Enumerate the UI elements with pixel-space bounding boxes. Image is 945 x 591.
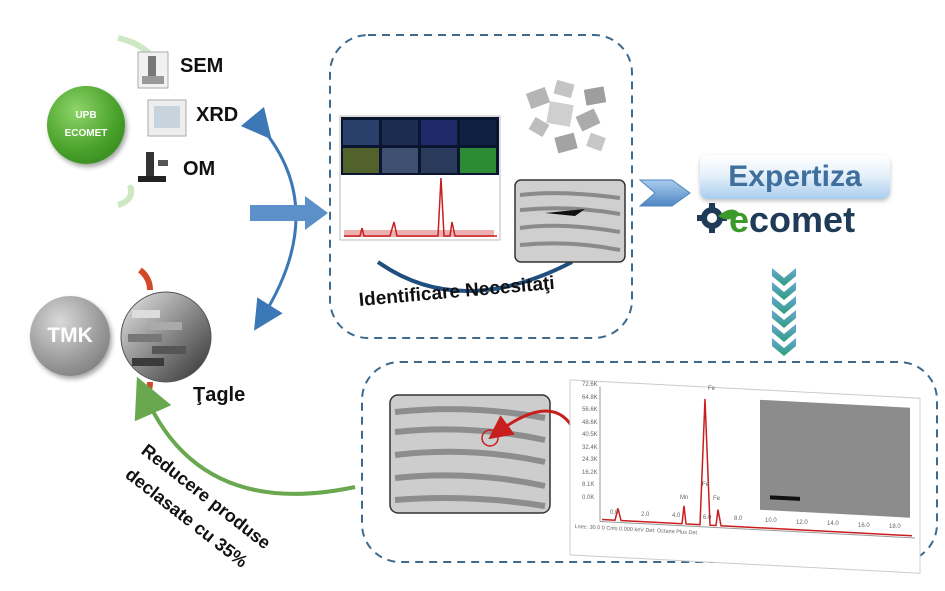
spectrum-peak-label: Fe <box>713 496 721 502</box>
xrd-label: XRD <box>196 104 239 126</box>
spectrum-y-tick: 64.8K <box>582 394 598 401</box>
bottom-panel-border <box>361 361 938 563</box>
gear-icon <box>697 203 740 233</box>
spectrum-x-tick: 2.0 <box>641 511 650 518</box>
spectrum-y-tick: 24.3K <box>582 457 598 463</box>
spectrum-y-tick: 48.6K <box>582 419 598 426</box>
eds-mapping-card <box>339 115 501 241</box>
down-chevrons <box>772 268 796 356</box>
micrograph-top <box>514 179 626 263</box>
tagle-label: Ţagle <box>193 384 246 406</box>
spectrum-x-tick: 0.0 <box>610 510 619 516</box>
spectrum-y-tick: 0.0K <box>582 494 595 501</box>
tmk-label: TMK <box>47 324 93 347</box>
top-panel-border <box>329 34 633 339</box>
spectrum-x-tick: 16.0 <box>858 522 870 529</box>
caption-arc <box>376 260 573 293</box>
spectrum-card <box>569 379 921 574</box>
om-photo <box>132 150 172 186</box>
om-label: OM <box>183 158 216 180</box>
spectrum-x-tick: 14.0 <box>827 521 839 528</box>
steel-cubes-photo <box>515 75 625 165</box>
xrd-photo <box>147 99 187 137</box>
spectrum-x-tick: 4.0 <box>672 513 681 520</box>
upb-arc-bottom <box>117 184 135 208</box>
tmk-circle: TMK <box>30 296 110 376</box>
spectrum-y-tick: 40.5K <box>582 432 598 438</box>
ecomet-rest: comet <box>749 199 856 240</box>
spectrum-x-tick: 8.0 <box>734 516 743 523</box>
expertiza-banner: Expertiza <box>700 155 890 199</box>
spectrum-peak-label: Mn <box>680 495 689 501</box>
ecomet-wordmark: ecomet <box>729 199 855 241</box>
right-chevron-arrow <box>638 179 691 207</box>
green-return-arrow <box>134 376 356 496</box>
tmk-arc-top <box>138 267 153 291</box>
sem-label: SEM <box>180 55 224 77</box>
spectrum-x-tick: 12.0 <box>796 519 808 526</box>
spectrum-y-tick: 56.6K <box>582 407 598 413</box>
billets-photo <box>120 291 212 383</box>
ecomet-e: e <box>729 199 750 240</box>
spectrum-x-tick: 6.0 <box>703 514 712 521</box>
spectrum-peak-label: Fe <box>702 482 710 488</box>
upb-ecomet-circle: UPB ECOMET <box>47 86 125 164</box>
upb-label: UPB <box>75 110 97 121</box>
spectrum-y-tick: 32.4K <box>582 444 598 451</box>
ecomet-label: ECOMET <box>64 128 108 139</box>
spectrum-y-tick: 8.1K <box>582 482 595 488</box>
spectrum-x-tick: 18.0 <box>889 524 901 531</box>
spectrum-y-tick: 72.6K <box>582 382 598 388</box>
blue-curve-arrow <box>240 106 298 331</box>
micrograph-bottom <box>389 394 577 514</box>
blue-input-arrow <box>250 196 328 230</box>
spectrum-peak-label: Fe <box>708 386 716 392</box>
expertiza-label: Expertiza <box>728 160 862 193</box>
sem-photo <box>137 51 169 89</box>
spectrum-x-tick: 10.0 <box>765 518 777 524</box>
spectrum-y-tick: 16.2K <box>582 469 598 476</box>
